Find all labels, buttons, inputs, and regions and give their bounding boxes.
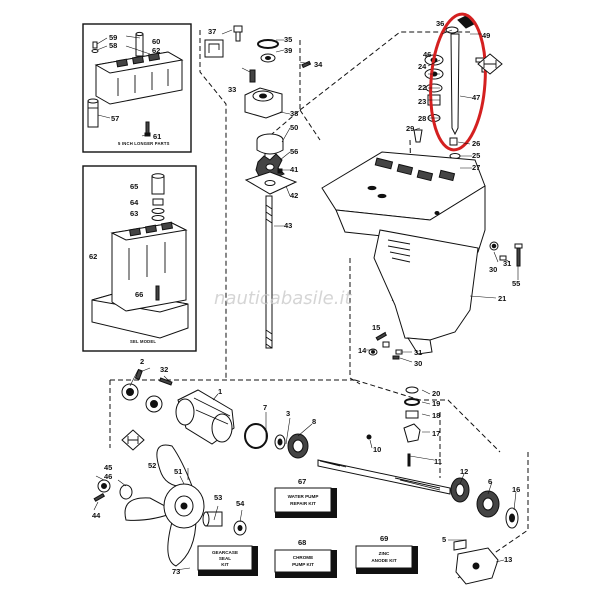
kit-gearcase-line1: GEARCASE	[212, 550, 238, 555]
kit-zinc-line1: ZINC	[379, 551, 390, 556]
callout-51: 51	[174, 467, 182, 476]
callout-11: 11	[434, 457, 442, 466]
callout-26: 26	[472, 139, 480, 148]
shift-cover-parts	[368, 331, 403, 360]
callout-67: 67	[298, 477, 306, 486]
callout-labels: 59 58 60 62 57 61 65 64 63 62 66 37 35 3…	[89, 19, 520, 576]
callout-54: 54	[236, 499, 245, 508]
callout-68: 68	[298, 538, 306, 547]
inset-sel-model: SEL MODEL	[82, 165, 197, 352]
callout-31: 31	[503, 259, 511, 268]
callout-73: 73	[172, 567, 180, 576]
callout-59: 59	[109, 33, 117, 42]
callout-46: 46	[423, 50, 431, 59]
watermark-text: nauticabasile.it	[214, 288, 352, 309]
callout-43: 43	[284, 221, 292, 230]
callout-66: 66	[135, 290, 143, 299]
callout-24: 24	[418, 62, 427, 71]
callout-69: 69	[380, 534, 388, 543]
callout-53: 53	[214, 493, 222, 502]
prop-shaft-assembly	[121, 368, 519, 585]
callout-64: 64	[130, 198, 139, 207]
kit-zinc-anode: ZINC ANODE KIT	[355, 545, 418, 574]
callout-13: 13	[504, 555, 512, 564]
highlight-ring	[429, 12, 487, 152]
callout-15: 15	[372, 323, 380, 332]
callout-14: 14	[358, 346, 367, 355]
callout-28: 28	[418, 114, 426, 123]
callout-3: 3	[286, 409, 290, 418]
callout-16: 16	[512, 485, 520, 494]
kit-zinc-line2: ANODE KIT	[371, 558, 396, 563]
callout-8: 8	[312, 417, 316, 426]
callout-41: 41	[290, 165, 298, 174]
kit-chrome-line2: PUMP KIT	[292, 562, 314, 567]
callout-37: 37	[208, 27, 216, 36]
callout-1: 1	[218, 387, 222, 396]
callout-56: 56	[290, 147, 298, 156]
callout-25: 25	[472, 151, 480, 160]
callout-35: 35	[284, 35, 292, 44]
kit-gearcase-seal: GEARCASE SEAL KIT	[197, 545, 258, 576]
right-fasteners	[489, 241, 523, 267]
callout-36: 36	[436, 19, 444, 28]
gearcase-housing	[321, 151, 486, 355]
callout-62b: 62	[89, 252, 97, 261]
callout-18: 18	[432, 411, 440, 420]
callout-62: 62	[152, 46, 160, 55]
callout-30b: 30	[414, 359, 422, 368]
callout-60: 60	[152, 37, 160, 46]
callout-31b: 31	[414, 348, 422, 357]
callout-61: 61	[153, 132, 161, 141]
callout-33: 33	[228, 85, 236, 94]
water-pump-assembly	[204, 25, 312, 349]
kit-chrome-line1: CHROME	[293, 555, 313, 560]
callout-63: 63	[130, 209, 138, 218]
callout-20: 20	[432, 389, 440, 398]
callout-22: 22	[418, 83, 426, 92]
callout-45: 45	[104, 463, 112, 472]
leader-lines	[93, 29, 519, 571]
kit-gearcase-line2: SEAL	[219, 556, 231, 561]
kit-chrome-pump: CHROME PUMP KIT	[274, 549, 337, 578]
kit-water-pump-line2: REPAIR KIT	[290, 501, 316, 506]
callout-10: 10	[373, 445, 381, 454]
callout-57: 57	[111, 114, 119, 123]
callout-6: 6	[488, 477, 492, 486]
inset-longer-parts: 5 INCH LONGER PARTS	[82, 23, 192, 153]
note-symbols	[121, 53, 503, 451]
callout-38: 38	[290, 109, 298, 118]
callout-30: 30	[489, 265, 497, 274]
callout-29: 29	[406, 124, 414, 133]
callout-46b: 46	[104, 472, 112, 481]
callout-21: 21	[498, 294, 506, 303]
kit-water-pump-line1: WATER PUMP	[288, 494, 319, 499]
callout-44: 44	[92, 511, 101, 520]
callout-49: 49	[482, 31, 490, 40]
callout-7: 7	[263, 403, 267, 412]
inset-top-caption: 5 INCH LONGER PARTS	[118, 141, 170, 146]
callout-65: 65	[130, 182, 138, 191]
callout-50: 50	[290, 123, 298, 132]
callout-19: 19	[432, 399, 440, 408]
callout-39: 39	[284, 46, 292, 55]
callout-47: 47	[472, 93, 480, 102]
callout-42: 42	[290, 191, 298, 200]
callout-27: 27	[472, 163, 480, 172]
callout-58: 58	[109, 41, 117, 50]
inset-bottom-caption: SEL MODEL	[130, 339, 156, 344]
callout-17: 17	[432, 429, 440, 438]
callout-12: 12	[460, 467, 468, 476]
kit-water-pump: WATER PUMP REPAIR KIT	[274, 487, 337, 518]
callout-55: 55	[512, 279, 520, 288]
callout-32: 32	[160, 365, 168, 374]
callout-23: 23	[418, 97, 426, 106]
callout-5: 5	[442, 535, 446, 544]
kit-gearcase-line3: KIT	[221, 562, 229, 567]
callout-2: 2	[140, 357, 144, 366]
callout-34: 34	[314, 60, 323, 69]
callout-52: 52	[148, 461, 156, 470]
